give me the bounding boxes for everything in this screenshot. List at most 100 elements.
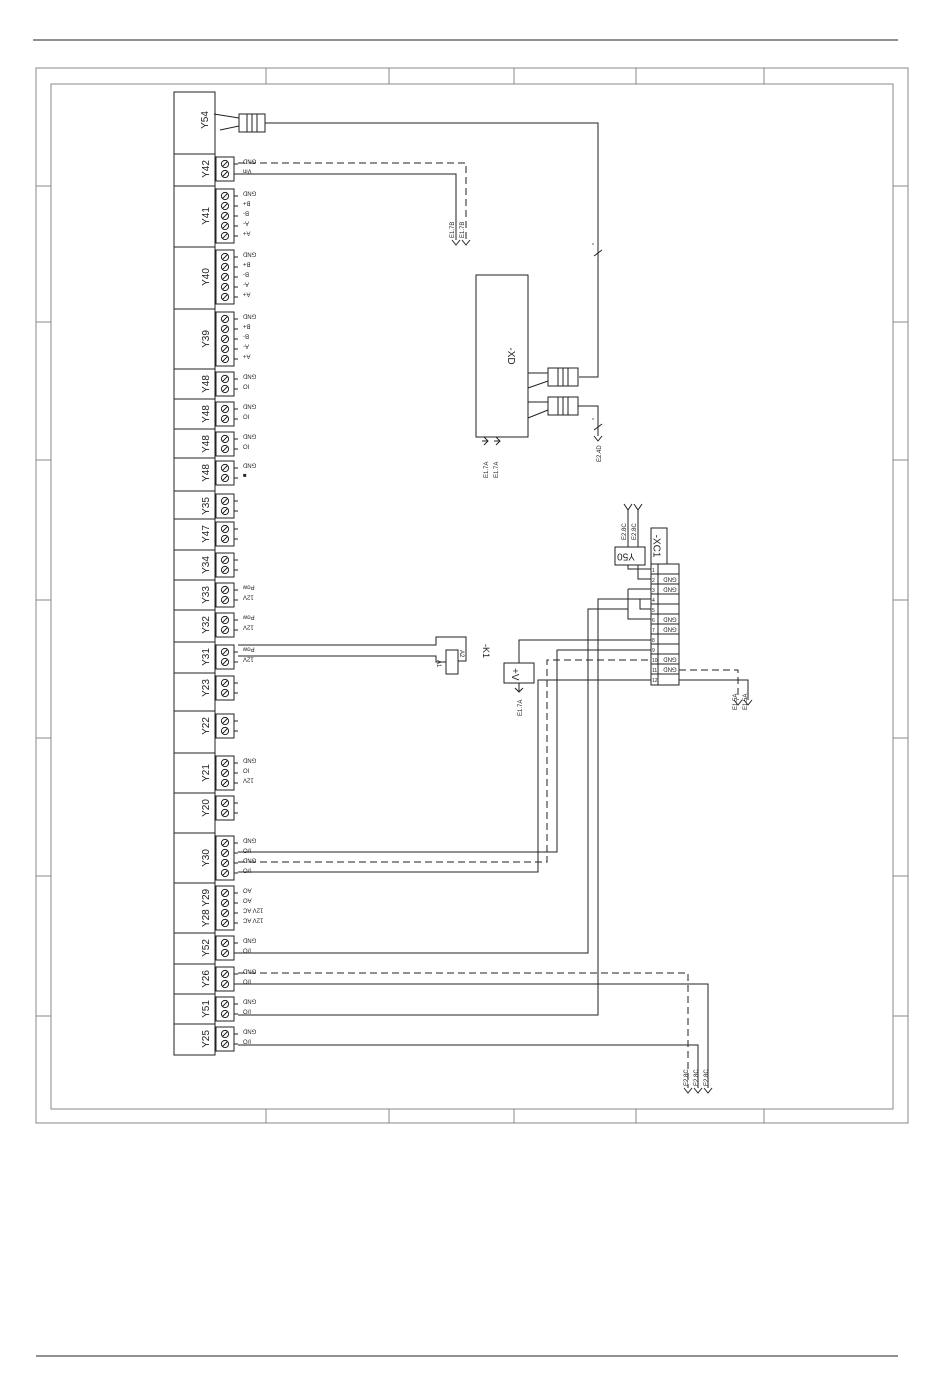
connector-label: Y28 Y29	[201, 888, 212, 927]
ref-y42-a: E1.7B	[450, 222, 456, 238]
xc1-terminal-name: GND	[663, 615, 677, 621]
pin-label: IO	[243, 382, 250, 388]
pin-label: GND	[242, 432, 256, 438]
xd-module: -XD * E2.4D E1.7A E1.7A	[475, 274, 603, 478]
pin-label: A-	[243, 342, 249, 348]
k1-a2: A2	[458, 650, 464, 658]
pin-label: I/O	[243, 846, 251, 852]
rj45-plug-y54: *	[213, 113, 603, 378]
pin-label: Pow	[242, 645, 254, 651]
connector-label: Y41	[201, 207, 212, 225]
pin-label: 12V	[243, 593, 254, 599]
ref-xd-a: E1.7A	[484, 462, 490, 478]
pin-label: ■	[243, 471, 247, 477]
pin-label: B-	[243, 270, 249, 276]
pin-label: GND	[242, 250, 256, 256]
pin-label: GND	[242, 189, 256, 195]
ref-xc1-b: E1.5A	[743, 694, 749, 710]
pin-label: GND	[242, 756, 256, 762]
pin-label: B-	[243, 332, 249, 338]
connector-label: Y25	[201, 1030, 212, 1048]
io-wires	[238, 598, 651, 1016]
ref-xd-b: E1.7A	[494, 462, 500, 478]
connector-label: Y20	[201, 799, 212, 817]
pin-label: Pow	[242, 613, 254, 619]
svg-text:*: *	[592, 243, 594, 249]
pin-label: GND	[242, 312, 256, 318]
xc1-terminal-num: 12	[652, 678, 658, 684]
connector-label: Y47	[201, 525, 212, 543]
connector-Y34-10: Y34	[174, 549, 238, 578]
connector-label-Y54: Y54	[200, 111, 211, 129]
pin-label: A+	[243, 229, 251, 235]
connector-label: Y30	[201, 849, 212, 867]
connector-label: Y35	[201, 497, 212, 515]
connector-label: Y34	[201, 556, 212, 574]
ref-bot-c: E2.8C	[704, 1069, 710, 1086]
connector-label: Y48	[201, 405, 212, 423]
connector-label: Y26	[201, 970, 212, 988]
pin-label: I/O	[243, 1037, 251, 1043]
pin-label: Pow	[242, 583, 254, 589]
pin-label: GND	[242, 997, 256, 1003]
xc1-terminal-num: 5	[652, 608, 655, 614]
pin-label: GND	[242, 372, 256, 378]
xc1-terminal-name: GND	[663, 665, 677, 671]
pin-label: A-	[243, 280, 249, 286]
xc1-terminal-num: 4	[652, 598, 655, 604]
connector-Y20-17: Y20	[174, 792, 238, 821]
connector-Y22-15: Y22	[174, 710, 238, 739]
pin-label: GND	[242, 856, 256, 862]
pin-label: IO	[243, 766, 250, 772]
pin-label: 12V	[243, 623, 254, 629]
xc1-terminal-num: 11	[652, 668, 657, 674]
ref-y50-b: E2.8C	[632, 523, 638, 540]
xc1-label: -XC1	[650, 535, 661, 558]
xc1-terminal-num: 9	[652, 648, 655, 654]
connector-label: Y48	[201, 435, 212, 453]
connector-label: Y23	[201, 679, 212, 697]
connector-Y32-12: Y32 Pow 12V	[174, 609, 255, 638]
pin-label: GND	[242, 936, 256, 942]
drawing-frame	[35, 67, 909, 1124]
connector-label: Y33	[201, 586, 212, 604]
relay-k1: A1 A2 -K1	[238, 636, 491, 675]
connector-label: Y32	[201, 616, 212, 634]
pin-label: A+	[243, 352, 251, 358]
pin-label: GND	[242, 1027, 256, 1033]
pin-label: I/O	[243, 1007, 251, 1013]
connector-label: Y22	[201, 717, 212, 735]
connector-label: Y48	[201, 375, 212, 393]
xc1-terminal-num: 1	[652, 568, 655, 574]
xc1-terminal-num: 7	[652, 628, 655, 634]
xc1-terminal-num: 2	[652, 578, 655, 584]
pin-label: AO	[243, 886, 252, 892]
pin-label: AO	[243, 896, 252, 902]
connector-Y25-23: Y25 GND I/O	[174, 1023, 256, 1052]
pin-label: 12V AC	[242, 906, 263, 912]
pin-label: A+	[243, 290, 251, 296]
pin-label: GND	[242, 836, 256, 842]
pin-label: 12V	[243, 655, 254, 661]
connector-label: Y42	[201, 160, 212, 178]
pin-label: GND	[242, 967, 256, 973]
power-symbol: +V	[509, 668, 520, 681]
connector-label: Y40	[201, 268, 212, 286]
pin-label: B-	[243, 209, 249, 215]
svg-text:*: *	[592, 418, 594, 424]
xc1-terminal-name: GND	[663, 625, 677, 631]
pin-label: GND	[242, 157, 256, 163]
connector-label: Y48	[201, 464, 212, 482]
ref-y42-b: E1.7B	[460, 222, 466, 238]
